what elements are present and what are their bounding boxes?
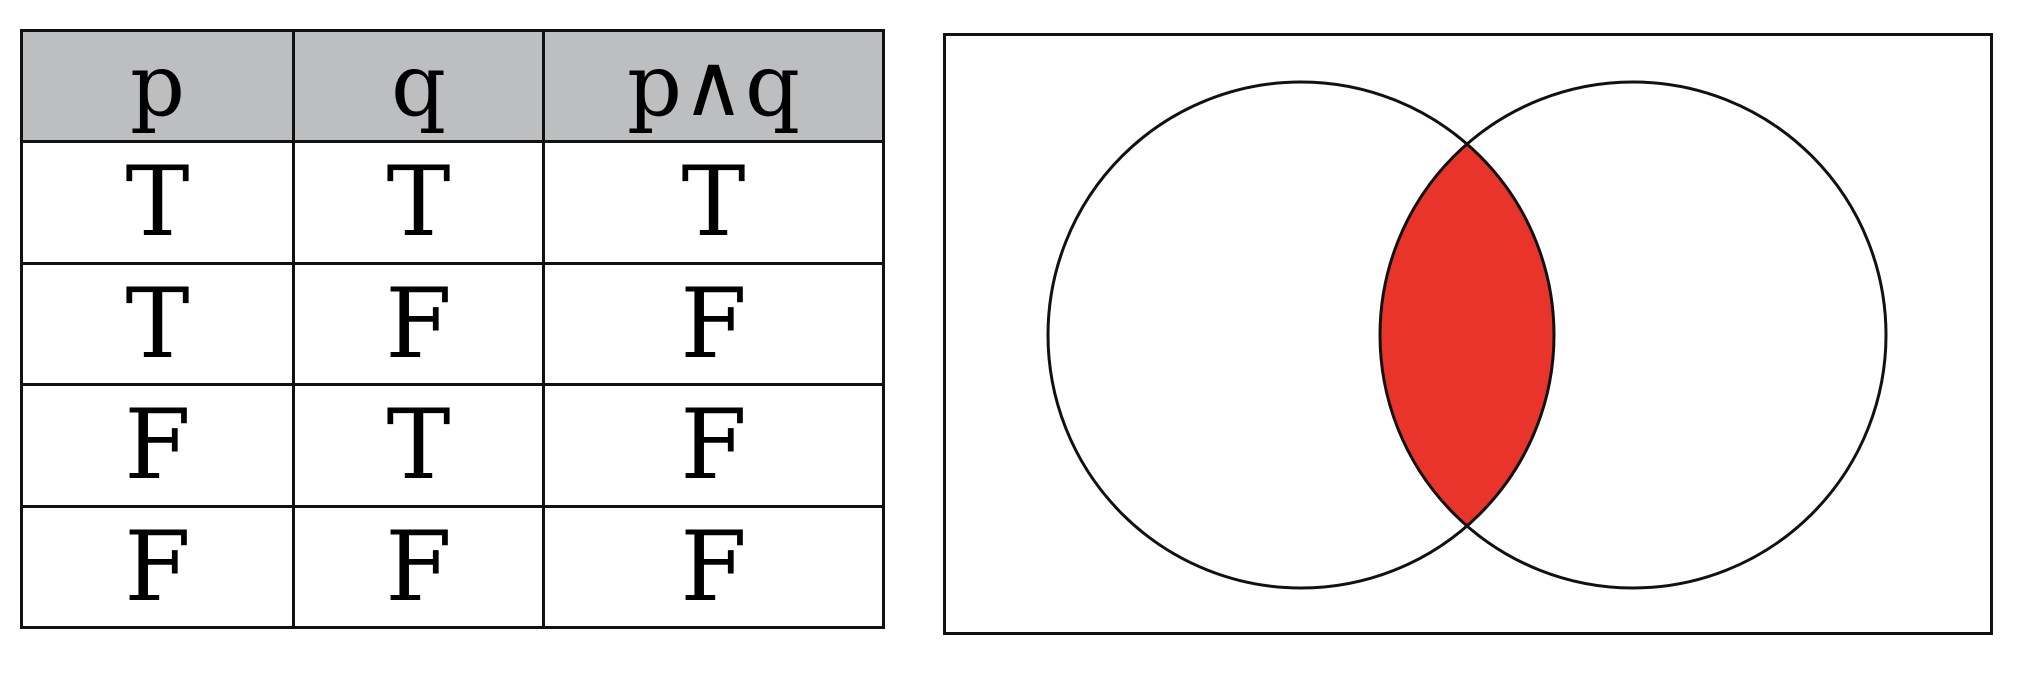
- venn-intersection-region: [1380, 82, 1554, 588]
- cell-q: T: [292, 383, 545, 508]
- table-row: F T F: [20, 383, 885, 508]
- cell-q: F: [292, 504, 545, 629]
- truth-table: p q p∧q T T T T F F F T F F F F: [20, 29, 885, 629]
- venn-diagram-frame: [943, 33, 1993, 635]
- cell-p: F: [20, 504, 295, 629]
- cell-p: T: [20, 261, 295, 386]
- header-p: p: [20, 29, 295, 143]
- venn-set-p-circle: [1046, 80, 1556, 590]
- venn-diagram: [1046, 80, 1888, 590]
- table-row: T T T: [20, 140, 885, 265]
- table-row: F F F: [20, 504, 885, 629]
- cell-q: T: [292, 140, 545, 265]
- cell-p-and-q: T: [542, 140, 885, 265]
- cell-p-and-q: F: [542, 504, 885, 629]
- cell-p: F: [20, 383, 295, 508]
- cell-q: F: [292, 261, 545, 386]
- cell-p: T: [20, 140, 295, 265]
- table-row: T F F: [20, 261, 885, 386]
- header-q: q: [292, 29, 545, 143]
- cell-p-and-q: F: [542, 261, 885, 386]
- cell-p-and-q: F: [542, 383, 885, 508]
- header-p-and-q: p∧q: [542, 29, 885, 143]
- venn-set-q-circle: [1378, 80, 1888, 590]
- header-row: p q p∧q: [20, 29, 885, 143]
